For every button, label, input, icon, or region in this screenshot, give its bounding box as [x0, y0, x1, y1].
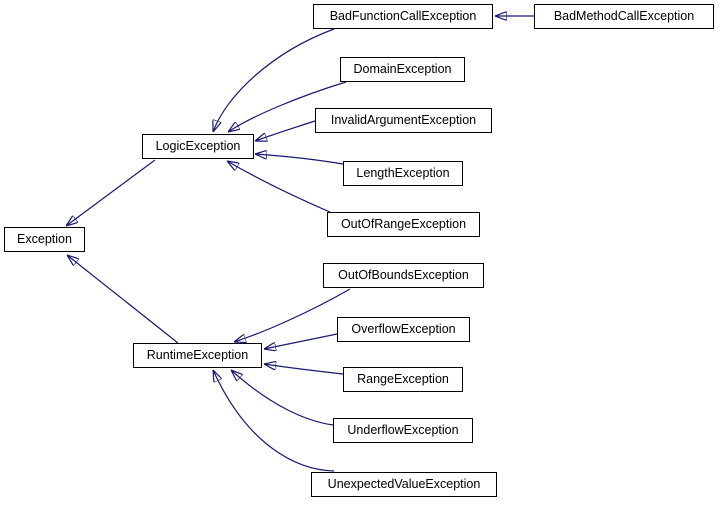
node-underflowexception[interactable]: UnderflowException: [333, 418, 473, 443]
edge-outofrangeexception-to-logicexception: [227, 161, 331, 213]
edge-rangeexception-to-runtimeexception: [264, 364, 344, 375]
edge-lengthexception-to-logicexception: [255, 154, 344, 165]
node-outofrangeexception[interactable]: OutOfRangeException: [327, 212, 480, 237]
node-invalidargumentexception[interactable]: InvalidArgumentException: [315, 108, 492, 133]
node-logicexception[interactable]: LogicException: [142, 134, 254, 159]
node-unexpectedvalueexception[interactable]: UnexpectedValueException: [311, 472, 497, 497]
node-outofboundsexception[interactable]: OutOfBoundsException: [323, 263, 484, 288]
edge-domainexception-to-logicexception: [228, 81, 347, 132]
edge-outofboundsexception-to-runtimeexception: [234, 288, 351, 342]
edge-logicexception-to-exception: [66, 159, 156, 226]
edge-overflowexception-to-runtimeexception: [264, 333, 338, 349]
node-exception[interactable]: Exception: [4, 227, 85, 252]
edge-invalidargumentexception-to-logicexception: [255, 120, 316, 141]
node-runtimeexception[interactable]: RuntimeException: [133, 343, 262, 368]
node-overflowexception[interactable]: OverflowException: [337, 317, 470, 342]
edge-runtimeexception-to-exception: [67, 255, 179, 344]
edge-unexpectedvalueexception-to-runtimeexception: [213, 370, 335, 472]
node-lengthexception[interactable]: LengthException: [343, 161, 463, 186]
edge-underflowexception-to-runtimeexception: [231, 370, 334, 426]
edge-badfunctioncallexception-to-logicexception: [213, 28, 335, 132]
node-badmethodcallexception[interactable]: BadMethodCallException: [534, 4, 714, 29]
node-domainexception[interactable]: DomainException: [340, 57, 465, 82]
node-rangeexception[interactable]: RangeException: [343, 367, 463, 392]
node-badfunctioncallexception[interactable]: BadFunctionCallException: [313, 4, 493, 29]
